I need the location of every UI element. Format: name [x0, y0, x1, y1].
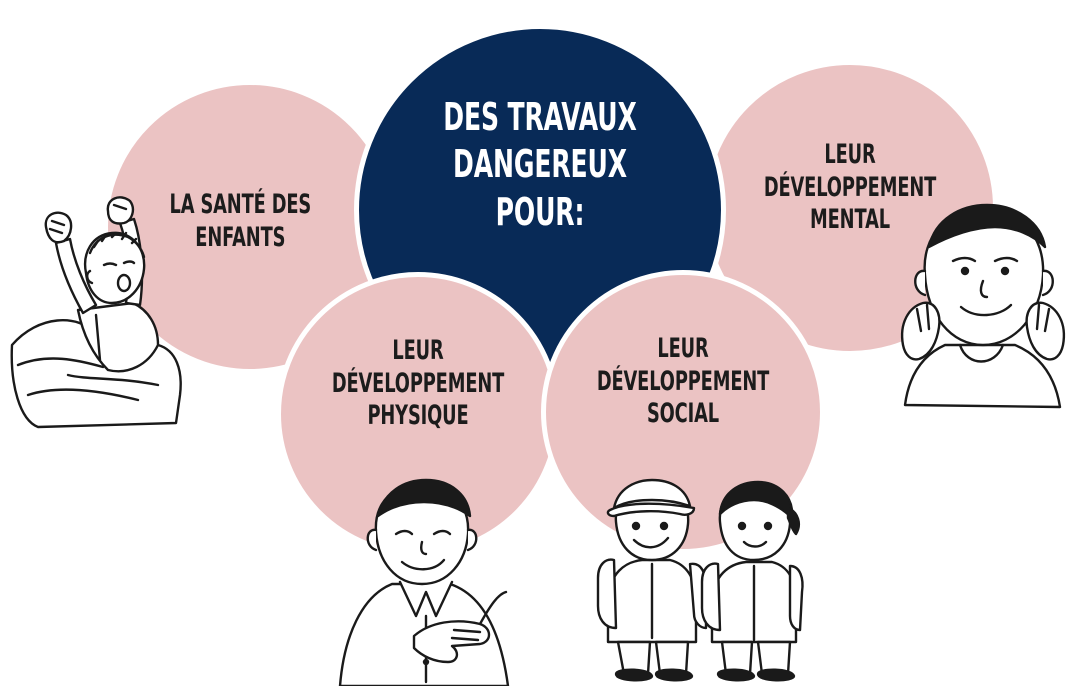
- bubble-label-physique: LEUR DÉVELOPPEMENT PHYSIQUE: [331, 334, 505, 432]
- bubble-label-social: LEUR DÉVELOPPEMENT SOCIAL: [596, 332, 770, 430]
- central-title: DES TRAVAUX DANGEREUX POUR:: [443, 94, 637, 234]
- smiling-boy-icon: [330, 476, 520, 686]
- bubble-label-mental: LEUR DÉVELOPPEMENT MENTAL: [763, 138, 937, 236]
- two-children-icon: [590, 478, 805, 686]
- thinking-boy-icon: [895, 195, 1070, 415]
- waking-child-icon: [8, 195, 188, 445]
- bubble-developpement-mental: LEUR DÉVELOPPEMENT MENTAL: [702, 60, 998, 356]
- bubble-label-sante: LA SANTÉ DES ENFANTS: [169, 189, 311, 253]
